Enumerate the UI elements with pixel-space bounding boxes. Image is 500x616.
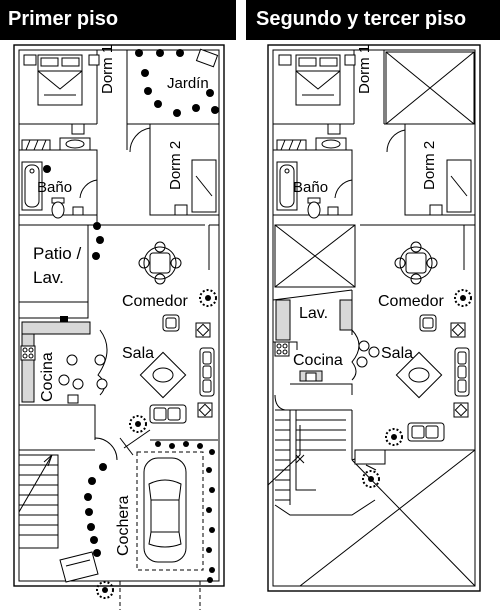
label-dorm2-first: Dorm 2 (167, 141, 184, 190)
label-lav-upper: Lav. (299, 305, 328, 322)
label-patio-line1: Patio / (33, 244, 81, 263)
label-comedor-upper: Comedor (378, 293, 444, 310)
label-cocina-upper: Cocina (293, 352, 343, 369)
label-dorm2-upper: Dorm 2 (421, 141, 438, 190)
upper-floor-plan: Dorm 1 Dorm 2 Baño Lav. Comedor Cocina S… (267, 44, 481, 592)
stairs-upper-floor (267, 394, 376, 516)
first-floor-header: Primer piso (0, 0, 236, 40)
label-cochera: Cochera (115, 495, 132, 556)
upper-floor-header: Segundo y tercer piso (246, 0, 500, 40)
jardin-plants (135, 48, 219, 117)
first-floor-plan: Dorm 1 Jardín Dorm 2 Baño Patio / Lav. C… (13, 44, 225, 610)
label-bano-upper: Baño (293, 179, 328, 196)
label-jardin: Jardín (167, 75, 209, 92)
stairs-first-floor (18, 454, 59, 549)
garage-planter (150, 439, 218, 583)
label-patio-line2: Lav. (33, 268, 64, 287)
label-bano-first: Baño (37, 179, 72, 196)
label-sala-upper: Sala (381, 345, 413, 362)
label-cocina-first: Cocina (39, 352, 56, 402)
label-comedor-first: Comedor (122, 293, 188, 310)
label-dorm1-first: Dorm 1 (99, 45, 116, 94)
label-sala-first: Sala (122, 345, 154, 362)
label-dorm1-upper: Dorm 1 (356, 45, 373, 94)
cochera-hedge (59, 463, 114, 599)
